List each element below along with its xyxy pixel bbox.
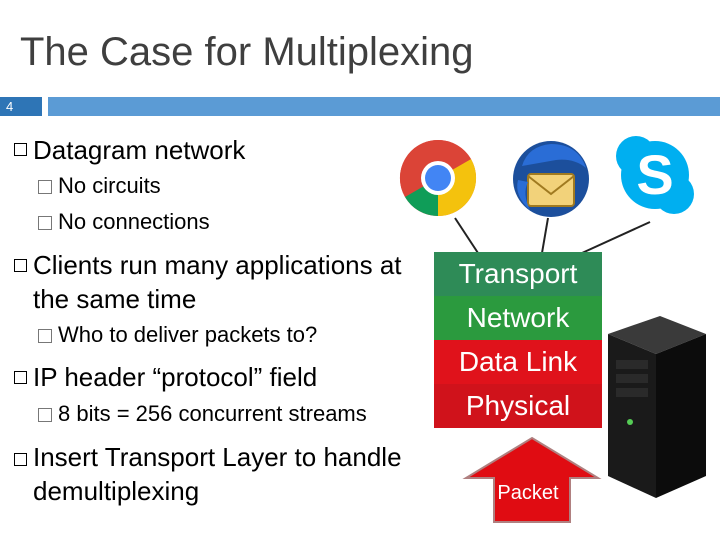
physical-layer: Physical xyxy=(434,384,602,428)
svg-text:S: S xyxy=(636,143,673,206)
sub-bullet: Who to deliver packets to? xyxy=(38,321,317,349)
sub-bullet-marker xyxy=(38,329,52,343)
title-divider xyxy=(48,97,720,116)
sub-bullet: No circuits xyxy=(38,172,161,200)
bullet-marker xyxy=(14,143,27,156)
bullet-marker xyxy=(14,259,27,272)
bullet-1-text: Datagram network xyxy=(33,135,246,165)
slide-number: 4 xyxy=(0,97,42,116)
packet-arrow-icon xyxy=(462,436,602,523)
server-tower-icon xyxy=(608,316,706,498)
sub-bullet-marker xyxy=(38,408,52,422)
network-layer: Network xyxy=(434,296,602,340)
transport-layer: Transport xyxy=(434,252,602,296)
bullet-marker xyxy=(14,453,27,466)
packet-label: Packet xyxy=(497,482,559,504)
bullet-3-text: IP header “protocol” field xyxy=(33,362,318,392)
skype-icon: S xyxy=(616,136,694,214)
sub-bullet: No connections xyxy=(38,208,210,236)
bullet-2-text: Clients run many applications at the sam… xyxy=(33,250,402,314)
page-title: The Case for Multiplexing xyxy=(20,30,474,74)
sub-bullet-marker xyxy=(38,180,52,194)
bullet-marker xyxy=(14,371,27,384)
sub-bullet-marker xyxy=(38,216,52,230)
sub-bullet: 8 bits = 256 concurrent streams xyxy=(38,400,367,428)
thunderbird-icon xyxy=(513,141,589,217)
bullet-4-text: Insert Transport Layer to handle demulti… xyxy=(33,442,402,506)
chrome-icon xyxy=(399,139,477,217)
data-link-layer: Data Link xyxy=(434,340,602,384)
